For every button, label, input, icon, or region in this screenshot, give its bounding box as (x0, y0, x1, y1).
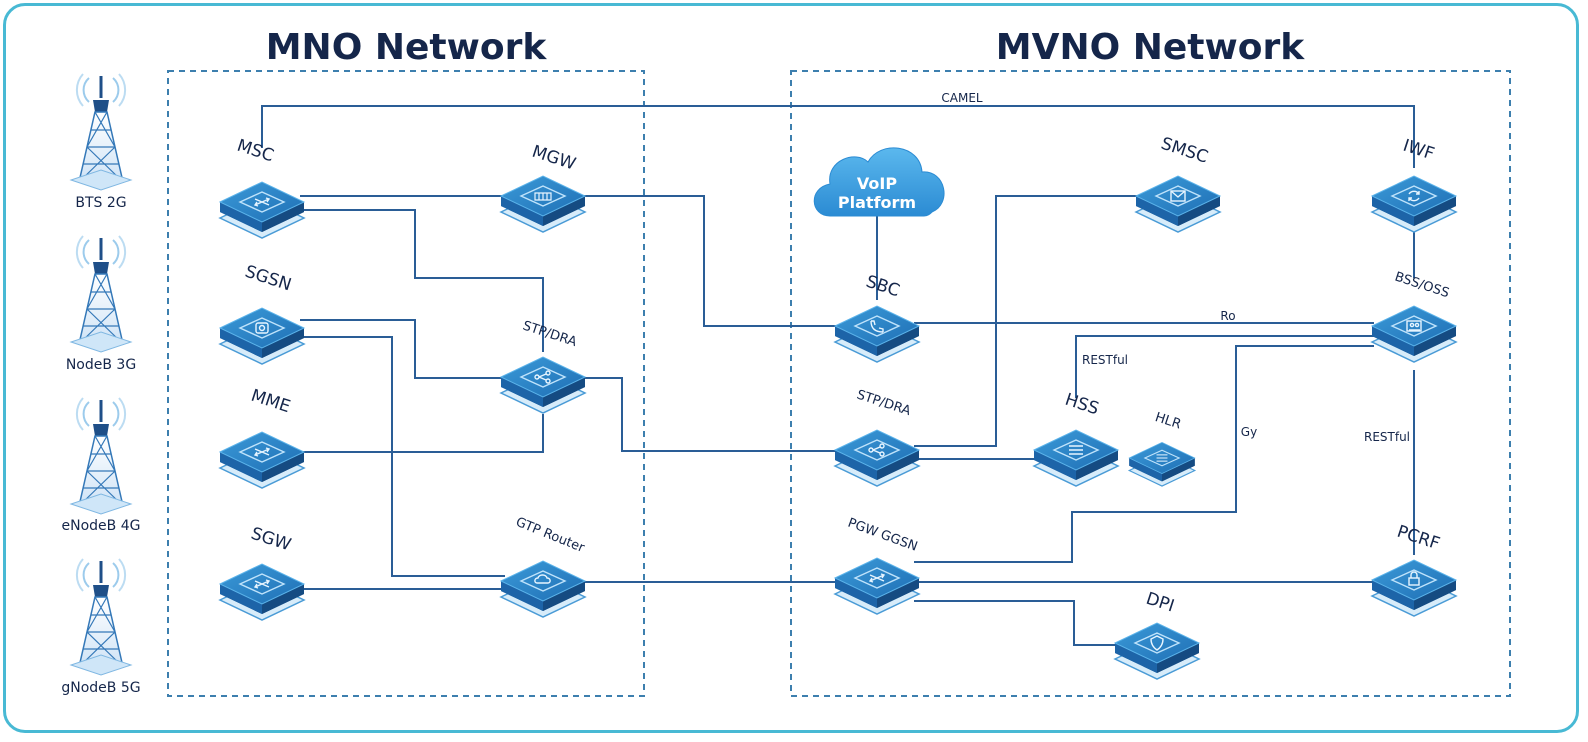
stp-smsc-link (914, 195, 1140, 447)
node-label: PGW GGSN (846, 516, 920, 555)
cloud-icon (534, 574, 551, 584)
node-label: SGW (248, 524, 293, 556)
list-icon (1069, 445, 1083, 455)
node-iwf: IWF (1371, 136, 1457, 233)
node-label: IWF (1400, 136, 1436, 165)
people-icon (1406, 320, 1422, 332)
tower-bts: BTS 2G (70, 73, 132, 211)
restful-pcrf-label: RESTful (1364, 430, 1410, 444)
msc-stp-link (300, 209, 544, 352)
switch-icon (253, 197, 271, 207)
phone-icon (870, 320, 884, 333)
node-pgw-ggsn: PGW GGSN (834, 516, 920, 615)
list-icon (1156, 454, 1168, 462)
shield-icon (1150, 635, 1164, 651)
grid-icon (534, 192, 552, 201)
restful-hss-label: RESTful (1082, 353, 1128, 367)
stp-stp-link (580, 377, 840, 452)
switch-icon (253, 447, 271, 457)
node-label: DPI (1143, 589, 1176, 617)
node-mgw: MGW (500, 142, 586, 233)
node-stp-mvno: STP/DRA (834, 388, 920, 487)
cloud-label-line2: Platform (838, 193, 916, 212)
node-hlr: HLR (1128, 410, 1196, 487)
sgsn-stp-link (300, 319, 505, 379)
node-label: SBC (863, 272, 902, 302)
mgw-sbc-link (580, 195, 840, 327)
tower-label: BTS 2G (75, 195, 126, 211)
gy-link (914, 345, 1374, 563)
tower-enodeb: eNodeB 4G (62, 397, 141, 534)
refresh-icon (1408, 190, 1420, 202)
node-label: SGSN (242, 262, 293, 296)
cloud-label-line1: VoIP (857, 174, 897, 193)
tower-label: gNodeB 5G (61, 680, 140, 696)
node-sgsn: SGSN (219, 262, 305, 365)
switch-icon (253, 579, 271, 589)
node-label: GTP Router (514, 515, 588, 556)
node-msc: MSC (219, 136, 305, 239)
mme-stp-link (300, 414, 544, 453)
tower-gnodeb: gNodeB 5G (61, 558, 141, 696)
node-hss: HSS (1033, 390, 1119, 487)
node-label: SMSC (1158, 134, 1210, 168)
gy-label: Gy (1241, 425, 1257, 439)
share-icon (868, 443, 885, 457)
tower-nodeb: NodeB 3G (66, 235, 136, 373)
node-label: STP/DRA (521, 319, 579, 351)
restful-hss-link (1075, 335, 1374, 398)
sgsn-gtp-link (300, 336, 505, 577)
node-label: MME (248, 386, 292, 417)
node-stp-mno: STP/DRA (500, 319, 586, 414)
node-label: STP/DRA (855, 388, 913, 420)
node-sbc: SBC (834, 272, 920, 363)
pgw-dpi-link (914, 600, 1120, 646)
node-pcrf: PCRF (1371, 522, 1457, 617)
node-label: PCRF (1394, 522, 1442, 555)
node-dpi: DPI (1114, 589, 1200, 680)
links (261, 105, 1415, 646)
node-sgw: SGW (219, 524, 305, 621)
node-smsc: SMSC (1135, 134, 1221, 233)
node-label: MGW (529, 142, 578, 175)
voip-platform-cloud: VoIP Platform (813, 147, 945, 217)
envelope-icon (1170, 190, 1186, 202)
node-label: MSC (234, 136, 276, 167)
camel-link (261, 105, 1415, 168)
lock-icon (1408, 571, 1420, 586)
camel-label: CAMEL (941, 91, 983, 105)
share-icon (534, 370, 551, 384)
node-label: BSS/OSS (1393, 270, 1451, 302)
node-mme: MME (219, 386, 305, 489)
tower-label: NodeB 3G (66, 357, 136, 373)
ro-label: Ro (1220, 309, 1235, 323)
node-gtp-router: GTP Router (500, 515, 588, 618)
node-label: HLR (1153, 410, 1183, 432)
node-bss-oss: BSS/OSS (1371, 270, 1457, 363)
at-icon (255, 322, 269, 334)
tower-label: eNodeB 4G (62, 518, 141, 534)
diagram-frame (3, 3, 1579, 733)
mvno-network-title: MVNO Network (996, 27, 1305, 68)
mno-network-title: MNO Network (266, 27, 548, 68)
switch-icon (868, 573, 886, 583)
node-label: HSS (1062, 390, 1101, 420)
